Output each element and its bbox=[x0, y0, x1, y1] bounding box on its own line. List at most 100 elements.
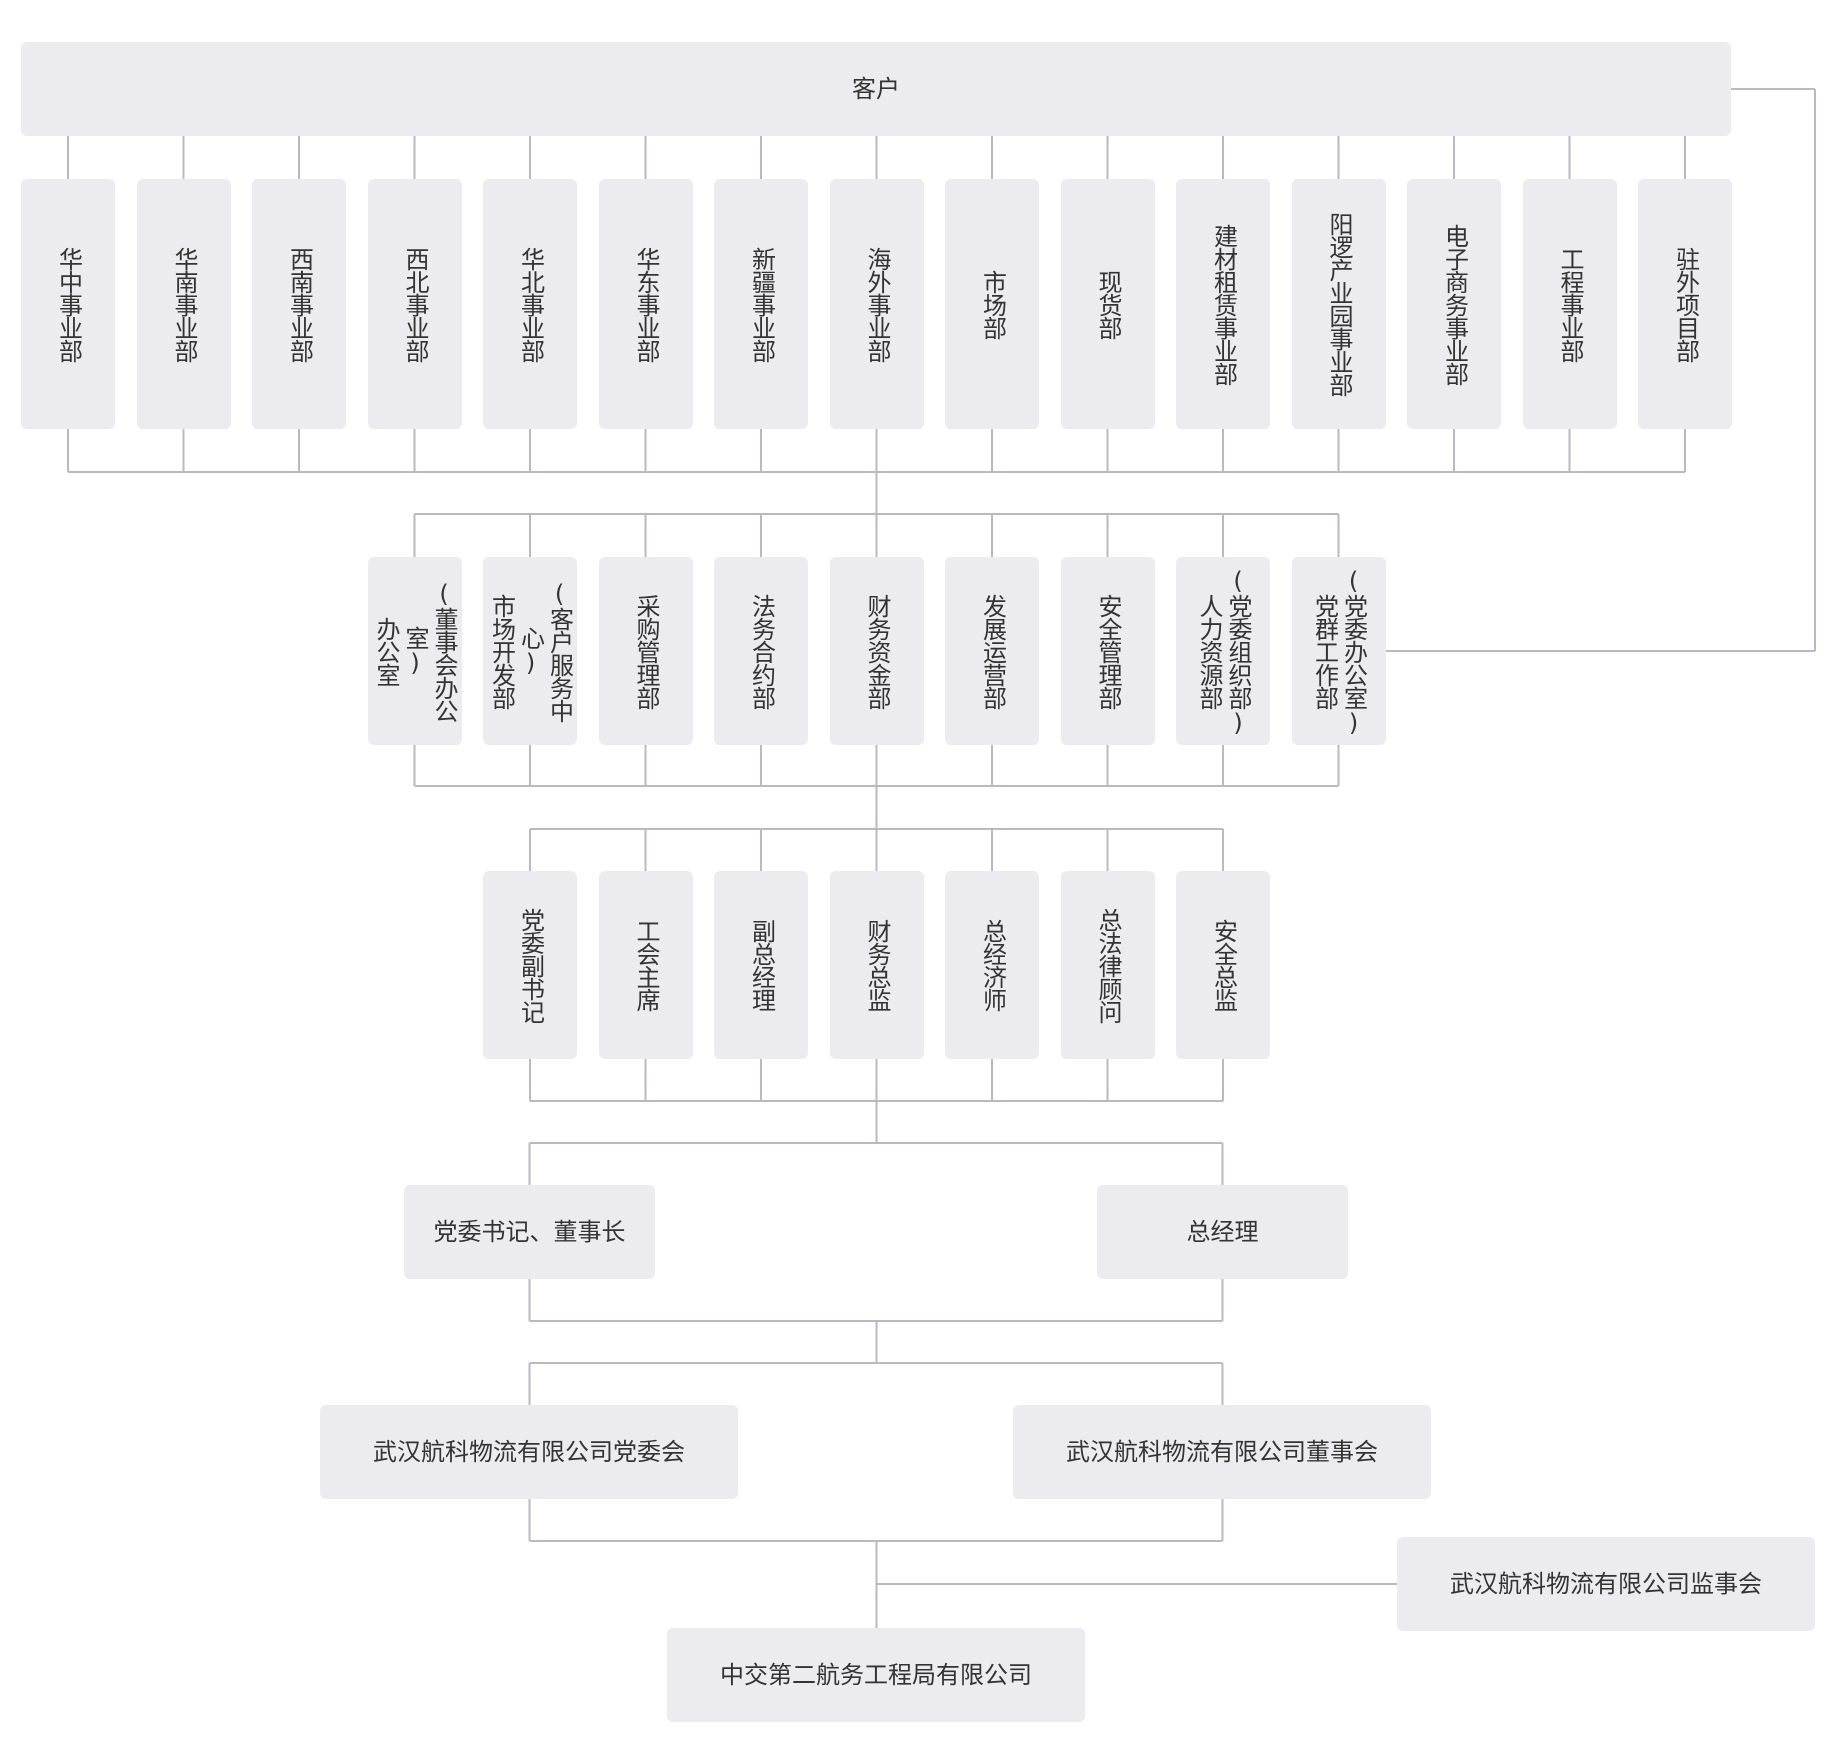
label-column: 海外事业部 bbox=[863, 246, 891, 362]
department-box: 市场部 bbox=[945, 179, 1039, 429]
department-box: 新疆事业部 bbox=[714, 179, 808, 429]
label-column: 法务合约部 bbox=[747, 593, 776, 709]
label-column: 总经济师 bbox=[978, 919, 1007, 1011]
label-column: 发展运营部 bbox=[978, 593, 1007, 709]
department-box: 海外事业部 bbox=[829, 179, 924, 429]
label-column: 工程事业部 bbox=[1556, 246, 1584, 362]
label-column: 建材租赁事业部 bbox=[1209, 223, 1238, 385]
functional-dept-box: (党委组织部)人力资源部 bbox=[1176, 557, 1270, 745]
department-box-label: 西南事业部 bbox=[285, 247, 314, 362]
executive-box: 总法律顾问 bbox=[1060, 871, 1155, 1059]
functional-dept-box-label: 发展运营部 bbox=[978, 594, 1007, 709]
executive-box: 党委副书记 bbox=[483, 871, 577, 1059]
executive-box: 工会主席 bbox=[598, 871, 693, 1059]
department-box: 华南事业部 bbox=[136, 179, 231, 429]
label-column: 西南事业部 bbox=[285, 246, 314, 362]
label-column: 财务资金部 bbox=[863, 593, 891, 709]
board-label: 武汉航科物流有限公司董事会 bbox=[1066, 1438, 1378, 1466]
label-column: 驻外项目部 bbox=[1671, 246, 1700, 362]
functional-dept-box-label: 采购管理部 bbox=[631, 594, 660, 709]
executive-box-label: 总经济师 bbox=[978, 919, 1007, 1011]
department-box-label: 市场部 bbox=[978, 270, 1007, 339]
executive-box-label: 副总经理 bbox=[747, 919, 776, 1011]
label-column: 华中事业部 bbox=[54, 246, 83, 362]
department-box: 驻外项目部 bbox=[1638, 179, 1732, 429]
functional-dept-box-label: (客户服务中心)市场开发部 bbox=[487, 557, 574, 745]
functional-dept-box: 发展运营部 bbox=[945, 557, 1039, 745]
department-box-label: 电子商务事业部 bbox=[1440, 224, 1469, 385]
department-box-label: 华南事业部 bbox=[169, 247, 198, 362]
label-column: 人力资源部 bbox=[1195, 593, 1223, 709]
label-column: 工会主席 bbox=[632, 919, 660, 1011]
parent-label: 中交第二航务工程局有限公司 bbox=[720, 1661, 1032, 1689]
executive-box: 财务总监 bbox=[829, 871, 924, 1059]
department-box-label: 华中事业部 bbox=[54, 247, 83, 362]
label-column: (客户服务中心) bbox=[516, 580, 574, 722]
department-box: 华北事业部 bbox=[483, 179, 577, 429]
label-column: 采购管理部 bbox=[632, 593, 660, 709]
functional-dept-box: 安全管理部 bbox=[1060, 557, 1155, 745]
label-column: (董事会办公室) bbox=[401, 580, 458, 722]
executive-box-label: 安全总监 bbox=[1209, 919, 1238, 1011]
leader-box-general-manager: 总经理 bbox=[1097, 1185, 1348, 1279]
department-box: 华东事业部 bbox=[598, 179, 693, 429]
label-column: 新疆事业部 bbox=[747, 246, 776, 362]
supervisory-board-box: 武汉航科物流有限公司监事会 bbox=[1397, 1537, 1815, 1631]
functional-dept-box-label: 法务合约部 bbox=[747, 594, 776, 709]
board-label: 武汉航科物流有限公司党委会 bbox=[373, 1438, 685, 1466]
department-box: 西南事业部 bbox=[252, 179, 346, 429]
functional-dept-box-label: (党委组织部)人力资源部 bbox=[1194, 567, 1252, 736]
leader-label: 党委书记、董事长 bbox=[433, 1218, 626, 1246]
functional-dept-box: 法务合约部 bbox=[714, 557, 808, 745]
functional-dept-box: 采购管理部 bbox=[598, 557, 693, 745]
label-column: (党委组织部) bbox=[1224, 566, 1252, 736]
department-box-label: 现货部 bbox=[1093, 270, 1122, 339]
functional-dept-box-label: (董事会办公室)办公室 bbox=[371, 557, 458, 745]
functional-dept-box: (董事会办公室)办公室 bbox=[367, 557, 462, 745]
label-column: 现货部 bbox=[1094, 269, 1122, 339]
department-box-label: 建材租赁事业部 bbox=[1209, 224, 1238, 385]
functional-dept-box: (客户服务中心)市场开发部 bbox=[483, 557, 577, 745]
department-box: 西北事业部 bbox=[367, 179, 462, 429]
executive-box-label: 总法律顾问 bbox=[1093, 908, 1122, 1023]
label-column: 西北事业部 bbox=[401, 246, 429, 362]
functional-dept-box-label: 财务资金部 bbox=[862, 594, 891, 709]
functional-dept-box-label: 安全管理部 bbox=[1093, 594, 1122, 709]
label-column: 安全总监 bbox=[1209, 919, 1238, 1011]
department-box-label: 工程事业部 bbox=[1555, 247, 1584, 362]
label-column: 副总经理 bbox=[747, 919, 776, 1011]
label-column: 阳逻产业园事业部 bbox=[1325, 212, 1353, 396]
label-column: 华东事业部 bbox=[632, 246, 660, 362]
label-column: 安全管理部 bbox=[1094, 593, 1122, 709]
parent-company-box: 中交第二航务工程局有限公司 bbox=[667, 1628, 1085, 1722]
executive-box-label: 工会主席 bbox=[631, 919, 660, 1011]
label-column: 党群工作部 bbox=[1310, 593, 1339, 709]
department-box-label: 华北事业部 bbox=[516, 247, 545, 362]
label-column: 电子商务事业部 bbox=[1440, 223, 1469, 385]
customer-box: 客户 bbox=[21, 42, 1731, 136]
label-column: 党委副书记 bbox=[516, 907, 545, 1023]
supervisory-label: 武汉航科物流有限公司监事会 bbox=[1450, 1570, 1762, 1598]
leader-box-secretary: 党委书记、董事长 bbox=[404, 1185, 655, 1279]
department-box: 华中事业部 bbox=[21, 179, 115, 429]
department-box-label: 西北事业部 bbox=[400, 247, 429, 362]
board-box-party-committee: 武汉航科物流有限公司党委会 bbox=[320, 1405, 738, 1499]
label-column: 办公室 bbox=[372, 616, 400, 686]
functional-dept-box: (党委办公室)党群工作部 bbox=[1291, 557, 1386, 745]
department-box-label: 阳逻产业园事业部 bbox=[1324, 212, 1353, 396]
executive-box: 安全总监 bbox=[1176, 871, 1270, 1059]
department-box-label: 驻外项目部 bbox=[1671, 247, 1700, 362]
customer-label: 客户 bbox=[852, 75, 900, 103]
executive-box-label: 党委副书记 bbox=[516, 908, 545, 1023]
executive-box: 副总经理 bbox=[714, 871, 808, 1059]
department-box: 建材租赁事业部 bbox=[1176, 179, 1270, 429]
label-column: 市场部 bbox=[978, 269, 1007, 339]
executive-box-label: 财务总监 bbox=[862, 919, 891, 1011]
functional-dept-box-label: (党委办公室)党群工作部 bbox=[1310, 567, 1368, 736]
department-box: 工程事业部 bbox=[1522, 179, 1617, 429]
department-box: 阳逻产业园事业部 bbox=[1291, 179, 1386, 429]
label-column: 华南事业部 bbox=[170, 246, 198, 362]
department-box: 电子商务事业部 bbox=[1407, 179, 1501, 429]
leader-label: 总经理 bbox=[1186, 1218, 1259, 1246]
